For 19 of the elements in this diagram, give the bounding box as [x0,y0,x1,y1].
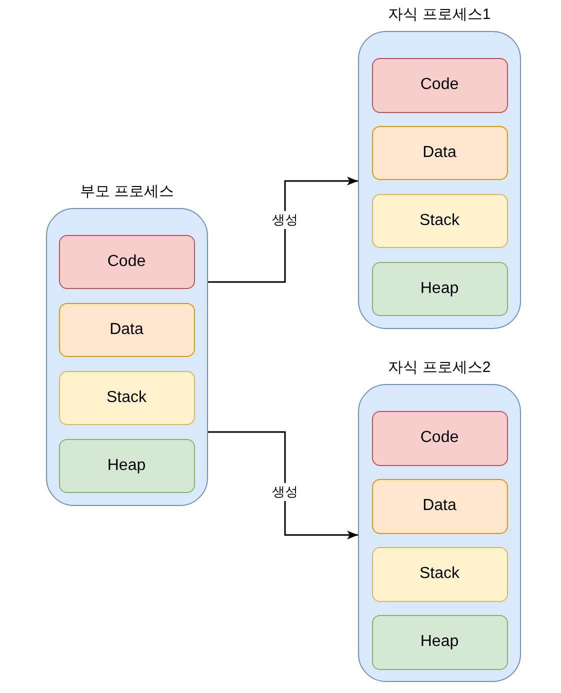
segment-box: Code [372,410,508,466]
segment-box: Code [58,234,194,288]
edge-label: 생성 [272,211,298,229]
connector-arrow [208,431,358,540]
segment-box: Data [372,478,508,534]
segment-box: Data [58,302,194,356]
segment-box: Stack [58,370,194,424]
segment-box: Data [372,126,508,180]
process-heading: 자식 프로세스1 [388,6,491,24]
segment-box: Heap [58,438,194,492]
edge-label: 생성 [272,483,298,501]
segment-box: Heap [372,614,508,670]
connector-arrow [208,176,358,283]
segment-box: Code [372,58,508,112]
segment-box: Stack [372,194,508,248]
process-heading: 자식 프로세스2 [388,359,491,377]
segment-box: Heap [372,262,508,316]
process-heading: 부모 프로세스 [80,183,174,201]
segment-box: Stack [372,546,508,602]
